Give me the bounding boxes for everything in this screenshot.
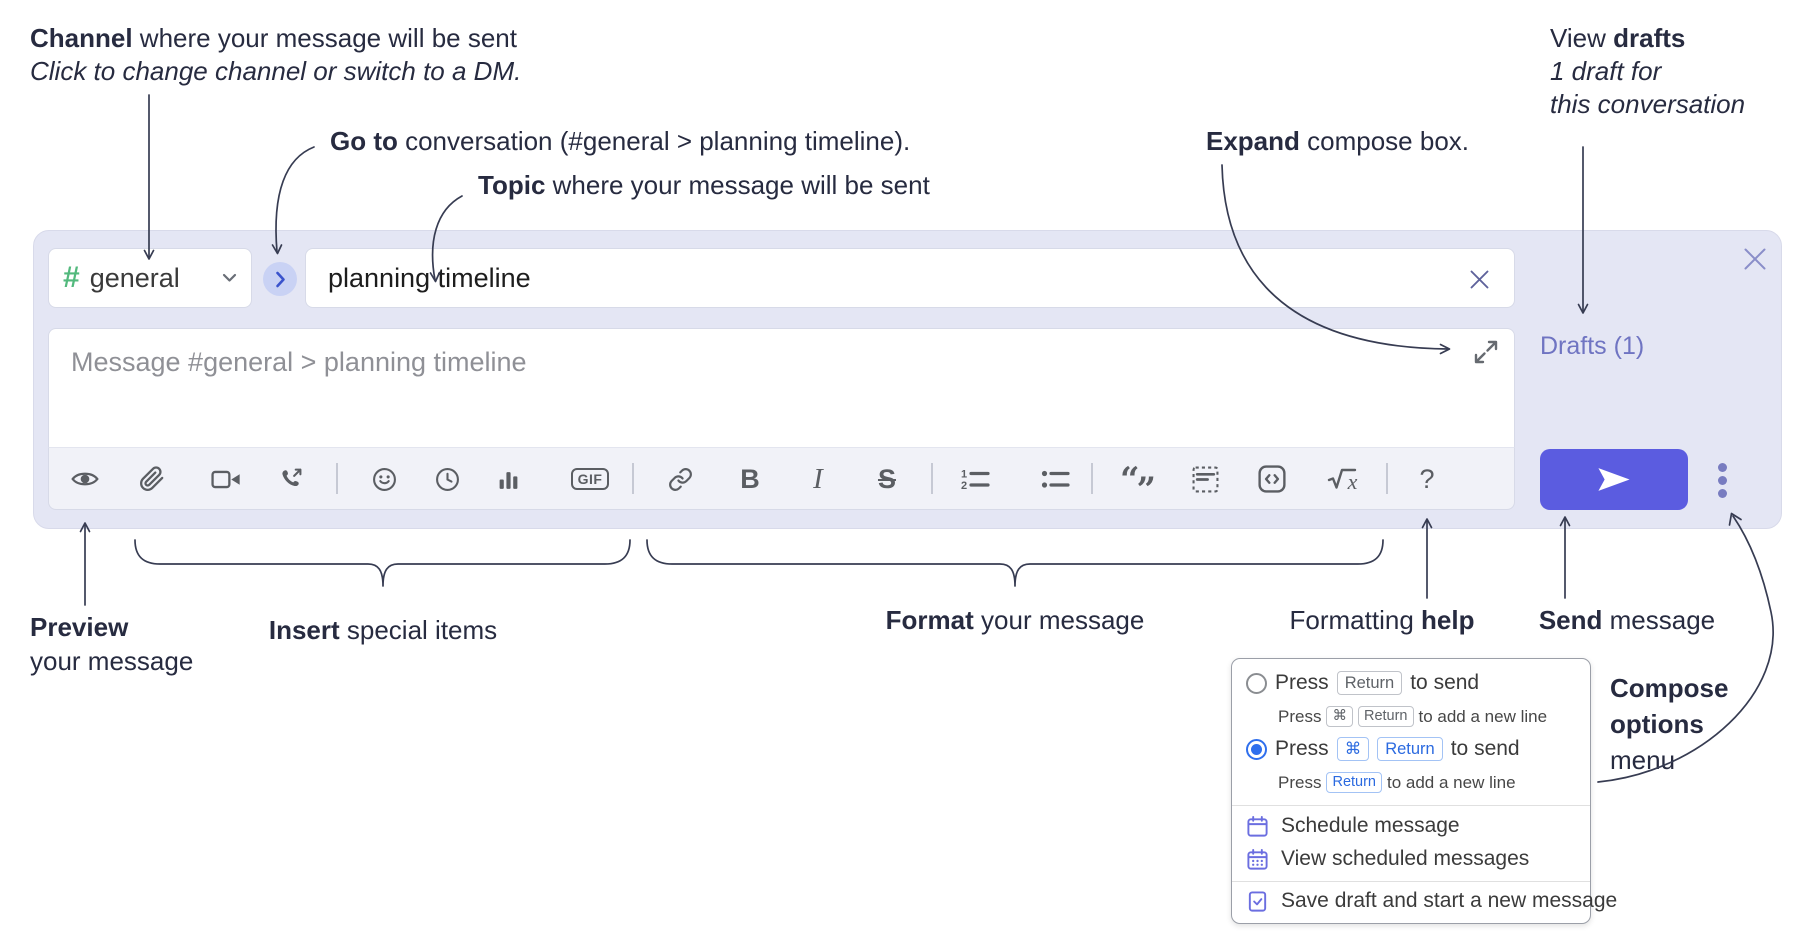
send-annotation: Send message: [1538, 605, 1716, 635]
formatting-help-annotation: Formatting help: [1289, 605, 1475, 635]
math-icon[interactable]: x: [1320, 457, 1364, 501]
menu-item-save-draft[interactable]: Save draft and start a new message: [1246, 889, 1617, 913]
svg-text:1: 1: [961, 469, 967, 481]
radio-unselected[interactable]: [1246, 672, 1267, 694]
toolbar-divider: [632, 463, 634, 494]
toolbar-divider: [1386, 463, 1388, 494]
italic-icon[interactable]: I: [813, 462, 823, 495]
audio-call-icon[interactable]: [268, 457, 312, 501]
gif-icon[interactable]: GIF: [568, 457, 612, 501]
channel-selector[interactable]: # general: [48, 248, 252, 308]
expand-annotation: Expand compose box.: [1206, 126, 1470, 156]
toolbar-divider: [931, 463, 933, 494]
quote-icon[interactable]: “”: [1120, 460, 1156, 510]
calendar-icon: [1247, 815, 1268, 837]
compose-toolbar: [48, 447, 1515, 510]
video-call-icon[interactable]: [204, 457, 248, 501]
svg-text:2: 2: [961, 480, 967, 491]
channel-annotation: Channel where your message will be sent …: [30, 23, 522, 86]
formatting-help-icon[interactable]: ?: [1419, 463, 1435, 494]
channel-name: general: [89, 262, 180, 293]
toolbar-divider: [1091, 463, 1093, 494]
emoji-icon[interactable]: [362, 457, 406, 501]
channel-hash-icon: #: [63, 261, 80, 294]
menu-item-view-scheduled[interactable]: View scheduled messages: [1246, 847, 1529, 871]
drafts-link[interactable]: Drafts (1): [1540, 332, 1645, 360]
expand-compose-icon[interactable]: [1470, 336, 1502, 368]
topic-annotation: Topic where your message will be sent: [478, 170, 930, 200]
bold-icon[interactable]: B: [740, 463, 760, 494]
spoiler-icon[interactable]: [1183, 457, 1227, 501]
menu-item-schedule-message[interactable]: Schedule message: [1246, 814, 1460, 838]
chevron-down-icon: [222, 273, 237, 283]
message-input[interactable]: [49, 329, 1514, 447]
compose-options-menu-icon[interactable]: [1712, 456, 1732, 504]
chevron-right-icon: [275, 271, 285, 287]
insert-annotation: Insert special items: [268, 615, 498, 645]
goto-annotation: Go to conversation (#general > planning …: [330, 126, 911, 156]
attach-file-icon[interactable]: [130, 457, 174, 501]
bullet-list-icon[interactable]: [1033, 457, 1077, 501]
topic-clear-icon[interactable]: [1466, 266, 1492, 292]
menu-divider: [1232, 881, 1590, 882]
goto-conversation-button[interactable]: [263, 262, 297, 296]
preview-annotation: Preview your message: [30, 612, 194, 676]
calendar-dots-icon: [1247, 848, 1268, 870]
poll-icon[interactable]: [486, 457, 530, 501]
topic-input[interactable]: [305, 248, 1515, 308]
message-compose-area: [48, 328, 1515, 447]
send-button[interactable]: [1540, 449, 1688, 510]
toolbar-divider: [336, 463, 338, 494]
preview-icon[interactable]: [63, 457, 107, 501]
strikethrough-icon[interactable]: S: [877, 463, 896, 494]
save-draft-icon: [1248, 890, 1267, 912]
link-icon[interactable]: [658, 457, 702, 501]
format-annotation: Format your message: [885, 605, 1145, 635]
code-icon[interactable]: [1250, 457, 1294, 501]
close-compose-icon[interactable]: [1742, 246, 1768, 272]
menu-divider: [1232, 805, 1590, 806]
drafts-annotation: View drafts 1 draft for this conversatio…: [1550, 23, 1746, 119]
time-icon[interactable]: [425, 457, 469, 501]
radio-selected[interactable]: [1246, 738, 1267, 760]
send-icon: [1598, 468, 1630, 491]
compose-options-annotation: Compose options menu: [1610, 673, 1729, 775]
